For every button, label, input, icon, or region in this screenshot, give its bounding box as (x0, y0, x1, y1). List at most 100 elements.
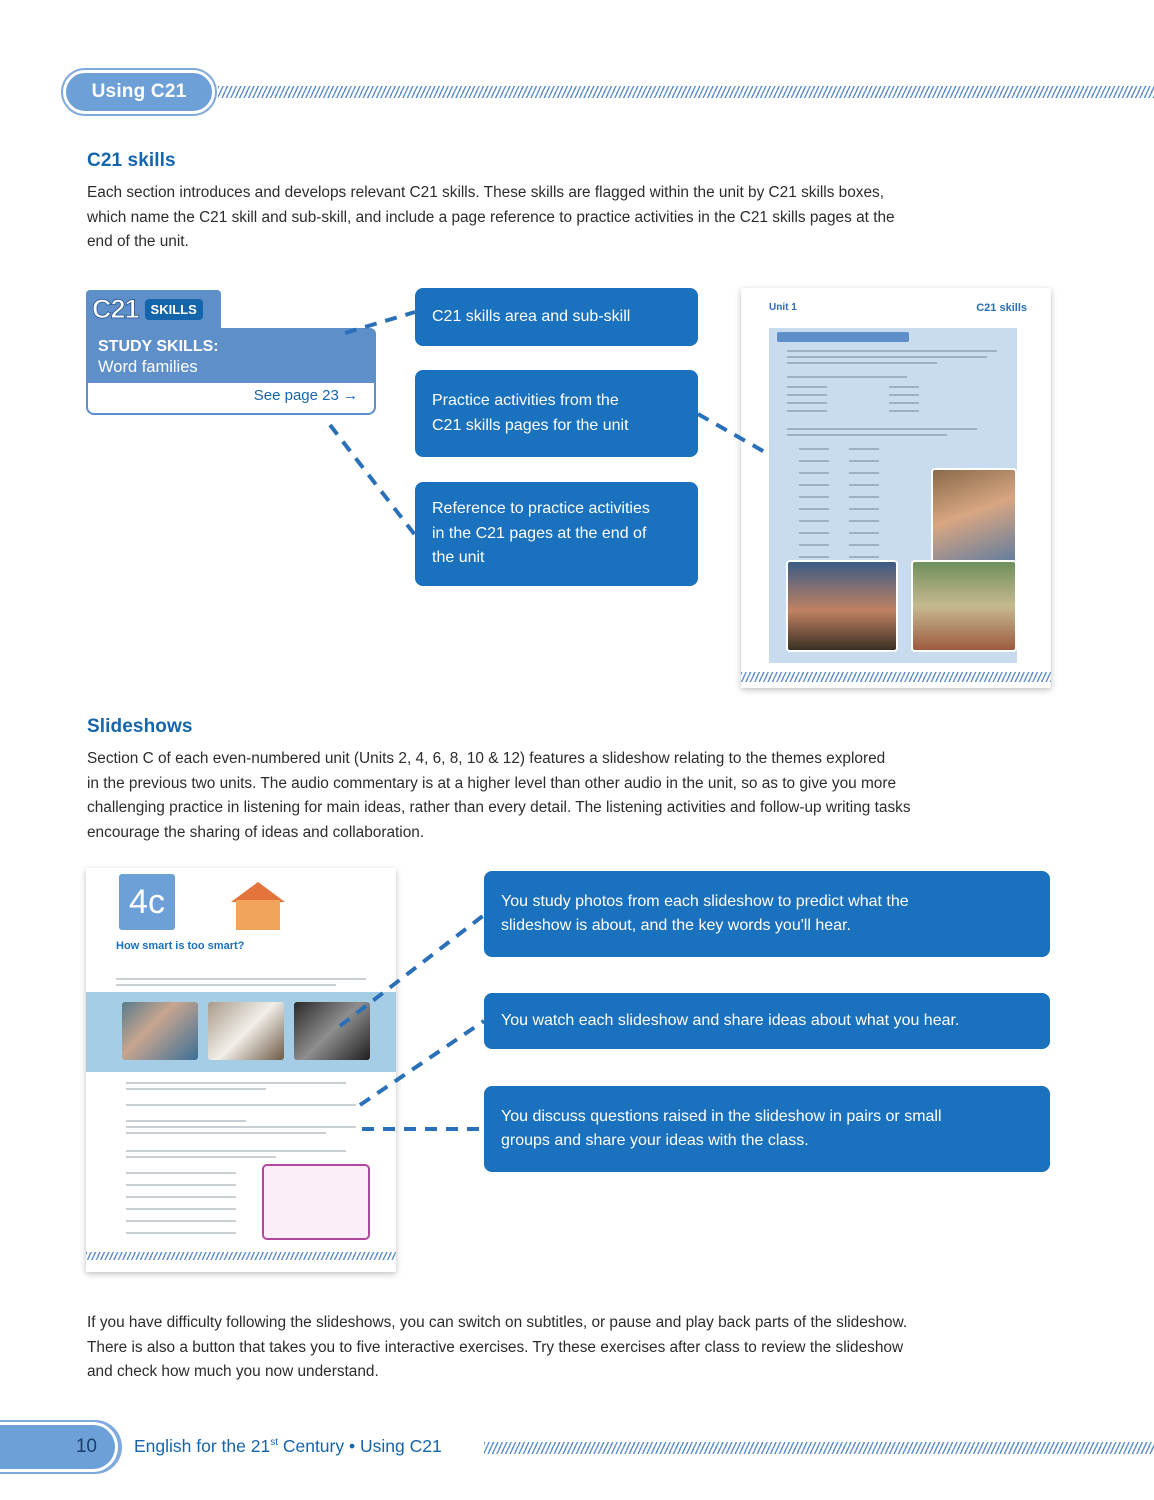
callout-text: the unit (432, 549, 485, 567)
text-line (799, 460, 829, 462)
footer-title-part: Century • Using C21 (277, 1436, 442, 1456)
paragraph-line: Section C of each even-numbered unit (Un… (87, 750, 886, 767)
text-line (849, 508, 879, 510)
footer-hatch-rule (484, 1442, 1154, 1454)
text-line (116, 978, 366, 980)
text-line (849, 460, 879, 462)
text-line (849, 496, 879, 498)
slideshows-heading: Slideshows (87, 716, 193, 737)
text-line (126, 1088, 266, 1090)
skills-area: STUDY SKILLS: (98, 338, 219, 355)
footer-title-sup: st (270, 1437, 278, 1449)
text-line (799, 484, 829, 486)
text-line (126, 1172, 236, 1174)
callout-watch-slideshow: You watch each slideshow and share ideas… (484, 993, 1050, 1049)
text-line (126, 1196, 236, 1198)
paragraph-line: end of the unit. (87, 233, 189, 250)
callout-text: You discuss questions raised in the slid… (501, 1107, 942, 1125)
text-line (849, 520, 879, 522)
text-line (126, 1082, 346, 1084)
c21-skills-heading: C21 skills (87, 150, 176, 171)
footer-book-title: English for the 21st Century • Using C21 (134, 1436, 442, 1457)
text-line (126, 1220, 236, 1222)
c21-skills-page-thumbnail: Unit 1 C21 skills (741, 288, 1051, 688)
text-line (787, 356, 987, 358)
text-line (799, 472, 829, 474)
c21-skills-tag: C21 SKILLS (86, 290, 221, 328)
text-line (889, 410, 919, 412)
text-line (787, 362, 937, 364)
text-line (799, 508, 829, 510)
slideshow-help-paragraph: If you have difficulty following the sli… (87, 1311, 1047, 1385)
text-line (126, 1232, 236, 1234)
page-number: 10 (75, 1436, 97, 1457)
paragraph-line: If you have difficulty following the sli… (87, 1314, 908, 1331)
slideshow-page-thumbnail: 4c How smart is too smart? (86, 868, 396, 1272)
page-reference-text: See page 23 → (253, 387, 358, 404)
header-hatch-rule (218, 86, 1154, 98)
paragraph-line: and check how much you now understand. (87, 1363, 379, 1380)
text-line (126, 1126, 356, 1128)
text-line (126, 1104, 356, 1106)
text-line (787, 434, 947, 436)
smart-house-icon (236, 900, 280, 930)
text-line (787, 428, 977, 430)
text-line (787, 402, 827, 404)
skills-subskill: Word families (98, 358, 198, 376)
thumbnail-footer-rule (86, 1252, 396, 1260)
text-line (849, 448, 879, 450)
footer-title-part: English for the 21 (134, 1436, 271, 1456)
text-line (799, 556, 829, 558)
thumbnail-photo-classroom (911, 560, 1017, 652)
text-line (799, 544, 829, 546)
text-line (849, 472, 879, 474)
text-line (787, 350, 997, 352)
connector-line (328, 423, 417, 537)
text-line (126, 1208, 236, 1210)
text-line (126, 1184, 236, 1186)
skills-page-reference: See page 23 → (86, 383, 376, 415)
thumbnail-focus-box (262, 1164, 370, 1240)
paragraph-line: which name the C21 skill and sub-skill, … (87, 208, 895, 226)
paragraph-line: in the previous two units. The audio com… (87, 774, 897, 792)
text-line (787, 394, 827, 396)
text-line (799, 520, 829, 522)
c21-skills-intro: Each section introduces and develops rel… (87, 181, 1047, 255)
text-line (849, 532, 879, 534)
thumbnail-photo-photographer (786, 560, 898, 652)
thumbnail-lesson-title: How smart is too smart? (116, 940, 245, 952)
callout-skills-area: C21 skills area and sub-skill (415, 288, 698, 346)
text-line (126, 1132, 326, 1134)
callout-text: You watch each slideshow and share ideas… (501, 1011, 960, 1029)
text-line (787, 386, 827, 388)
text-line (116, 984, 336, 986)
callout-practice-activities: Practice activities from the C21 skills … (415, 370, 698, 457)
thumbnail-unit-label: Unit 1 (769, 302, 797, 313)
callout-text: slideshow is about, and the key words yo… (501, 917, 851, 934)
c21-skills-box-sample: C21 SKILLS STUDY SKILLS: Word families S… (86, 290, 376, 425)
house-roof-icon (231, 882, 285, 902)
paragraph-line: Each section introduces and develops rel… (87, 184, 885, 201)
text-line (787, 376, 907, 378)
callout-text: in the C21 pages at the end of (432, 524, 647, 542)
thumbnail-section-bar (777, 332, 909, 342)
text-line (849, 484, 879, 486)
text-line (126, 1150, 346, 1152)
thumbnail-photo-machine (294, 1002, 370, 1060)
thumbnail-photo-coffee (208, 1002, 284, 1060)
text-line (889, 394, 919, 396)
text-line (787, 410, 827, 412)
text-line (849, 544, 879, 546)
section-header-label: Using C21 (91, 81, 187, 102)
callout-predict-photos: You study photos from each slideshow to … (484, 871, 1050, 957)
callout-text: Practice activities from the (432, 392, 619, 409)
callout-text: You study photos from each slideshow to … (501, 892, 909, 910)
thumbnail-photo-hairdresser (931, 468, 1017, 568)
thumbnail-footer-rule (741, 672, 1051, 682)
callout-text: groups and share your ideas with the cla… (501, 1132, 809, 1149)
text-line (889, 386, 919, 388)
paragraph-line: There is also a button that takes you to… (87, 1338, 904, 1356)
skills-box-header: STUDY SKILLS: Word families (86, 328, 376, 383)
page-number-pill: 10 (0, 1422, 118, 1472)
paragraph-line: encourage the sharing of ideas and colla… (87, 823, 425, 841)
